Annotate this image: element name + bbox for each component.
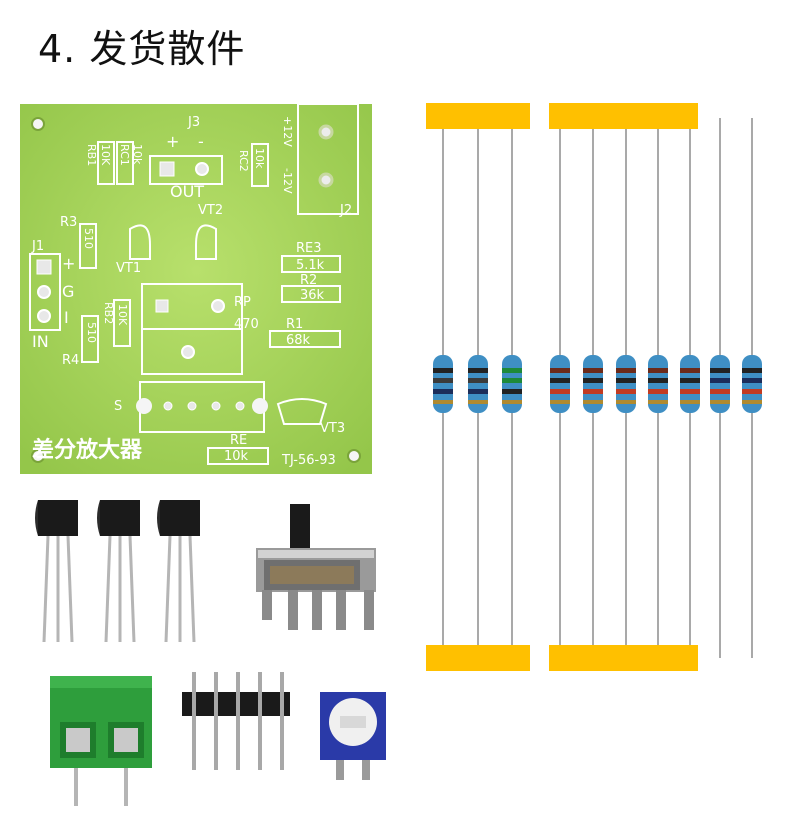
- label-rb2: RB2: [102, 302, 115, 325]
- transistor-icon: [35, 500, 78, 643]
- label-j1-plus: +: [62, 254, 76, 273]
- pcb-board: J3 + - OUT RB1 10K RC1 10k RC2 10k +12V …: [20, 103, 372, 474]
- pcb-board-graphic: [20, 103, 372, 474]
- label-r4: R4: [62, 353, 80, 368]
- resistor-icon: [680, 355, 700, 413]
- label-j1: J1: [32, 239, 45, 254]
- board-name: 差分放大器: [32, 438, 143, 463]
- label-re3: RE3: [296, 241, 322, 256]
- label-r4-value: 510: [85, 322, 98, 343]
- label-rc1-value: 10k: [131, 144, 144, 165]
- label-j3-plus: +: [166, 132, 180, 151]
- page-title: 4. 发货散件: [38, 27, 246, 71]
- label-r3: R3: [60, 215, 78, 230]
- resistor-icon: [742, 355, 762, 413]
- slide-switch-icon: [256, 504, 376, 630]
- resistor-icon: [433, 355, 453, 413]
- transistor-icon: [157, 500, 200, 643]
- label-rc1: RC1: [118, 144, 131, 166]
- label-r2: R2: [300, 273, 318, 288]
- label-r1-value: 68k: [286, 333, 311, 348]
- label-j1-g: G: [62, 282, 75, 301]
- label-re3-value: 5.1k: [296, 258, 325, 273]
- label-r2-value: 36k: [300, 288, 325, 303]
- tape-bottom-right: [549, 645, 698, 671]
- label-vt1: VT1: [116, 261, 142, 276]
- tape-bottom-left: [426, 645, 530, 671]
- resistor-group-right: [549, 103, 698, 671]
- terminal-block-icon: [50, 676, 152, 806]
- transistor-icon: [97, 500, 140, 643]
- board-code: TJ-56-93: [282, 453, 336, 468]
- label-j3: J3: [188, 115, 201, 130]
- label-rb2-value: 10K: [116, 304, 129, 326]
- resistor-group-left: [426, 103, 530, 671]
- label-j2-plus12: +12V: [281, 116, 294, 147]
- label-j3-minus: -: [198, 132, 204, 151]
- resistor-icon: [616, 355, 636, 413]
- tape-top-left: [426, 103, 530, 129]
- pin-header-icon: [182, 672, 290, 770]
- label-out: OUT: [170, 182, 205, 201]
- resistor-icon: [648, 355, 668, 413]
- resistor-icon: [502, 355, 522, 413]
- label-s: S: [114, 399, 123, 414]
- label-j2: J2: [340, 203, 353, 218]
- label-re: RE: [230, 433, 248, 448]
- label-rb1-value: 10K: [99, 144, 112, 166]
- label-j2-minus12: -12V: [281, 168, 294, 194]
- resistor-icon: [583, 355, 603, 413]
- label-rp-value: 470: [234, 317, 259, 332]
- label-j1-i: I: [64, 308, 69, 327]
- label-vt3: VT3: [320, 421, 346, 436]
- tape-top-right: [549, 103, 698, 129]
- resistor-icon: [468, 355, 488, 413]
- label-rp: RP: [234, 295, 251, 310]
- trimmer-pot-icon: [320, 692, 386, 780]
- resistor-icon: [710, 355, 730, 413]
- label-vt2: VT2: [198, 203, 224, 218]
- label-r3-value: 510: [82, 228, 95, 249]
- label-in: IN: [32, 332, 49, 351]
- label-rb1: RB1: [85, 144, 98, 167]
- resistor-icon: [550, 355, 570, 413]
- label-rc2-value: 10k: [253, 148, 266, 169]
- label-rc2: RC2: [237, 150, 250, 172]
- label-r1: R1: [286, 317, 304, 332]
- label-re-value: 10k: [224, 449, 249, 464]
